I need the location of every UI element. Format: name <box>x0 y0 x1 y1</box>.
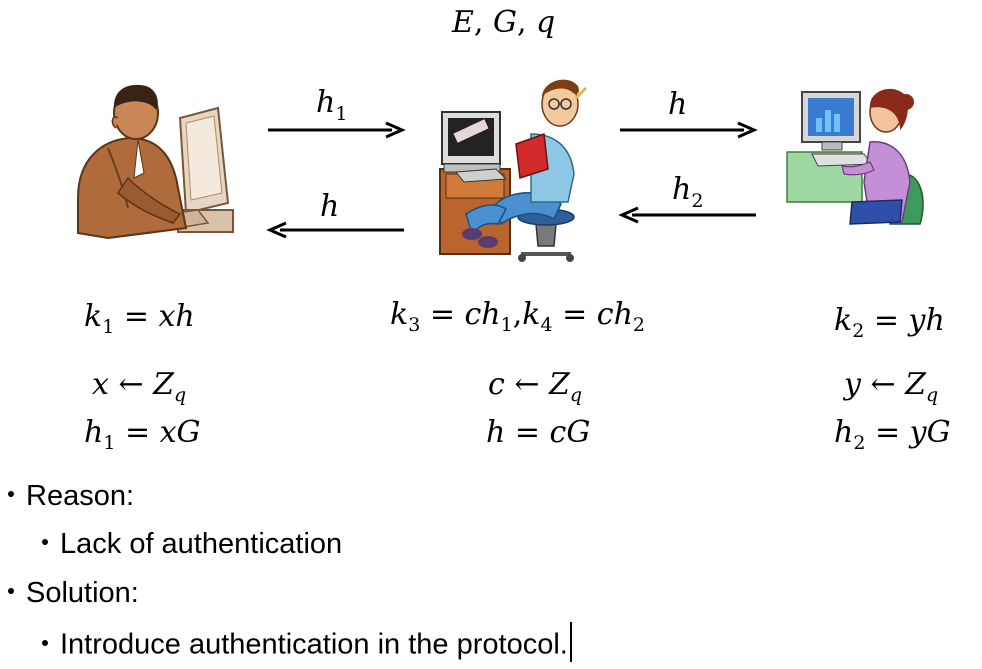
bullet-reason: Reason: <box>8 482 134 511</box>
bullet-dot <box>8 588 14 595</box>
text-cursor <box>569 622 572 662</box>
bob-random-equation: y ← Zq <box>844 367 939 406</box>
bob-public-equation: h2 = yG <box>834 415 951 454</box>
bullet-reason-item-text: Lack of authentication <box>60 528 343 560</box>
bullet-dot <box>42 640 48 646</box>
mallory-key-equation: k3 = ch1,k4 = ch2 <box>390 297 645 336</box>
bullet-solution-label: Solution: <box>26 577 139 609</box>
bullet-dot <box>42 539 48 546</box>
alice-random-equation: x ← Zq <box>92 367 187 406</box>
arrow-alice-to-mallory <box>268 121 406 139</box>
mallory-random-equation: c ← Zq <box>488 367 583 406</box>
parameters-label: E, G, q <box>452 5 556 40</box>
bob-key-equation: k2 = yh <box>834 303 945 342</box>
man-at-computer-icon <box>77 84 234 240</box>
arrow-mallory-to-bob <box>620 121 758 139</box>
attacker-at-computer-icon <box>439 79 588 262</box>
arrow-label-h1: h1 <box>316 85 348 125</box>
arrow-bob-to-mallory <box>618 206 756 224</box>
bullet-dot <box>8 491 14 498</box>
arrow-mallory-to-alice <box>266 221 404 239</box>
alice-public-equation: h1 = xG <box>84 415 201 454</box>
bullet-solution-item-text: Introduce authentication in the protocol… <box>60 628 568 661</box>
arrow-label-h2: h2 <box>672 172 704 212</box>
bullet-reason-item: Lack of authentication <box>42 530 342 559</box>
bullet-solution-item: Introduce authentication in the protocol… <box>42 622 572 666</box>
alice-key-equation: k1 = xh <box>84 299 195 338</box>
arrow-label-h-left: h <box>320 189 340 224</box>
mallory-public-equation: h = cG <box>486 415 591 450</box>
arrow-label-h-right: h <box>668 87 688 122</box>
bullet-reason-label: Reason: <box>26 480 135 512</box>
bullet-solution: Solution: <box>8 579 139 608</box>
woman-at-computer-icon <box>786 88 924 225</box>
